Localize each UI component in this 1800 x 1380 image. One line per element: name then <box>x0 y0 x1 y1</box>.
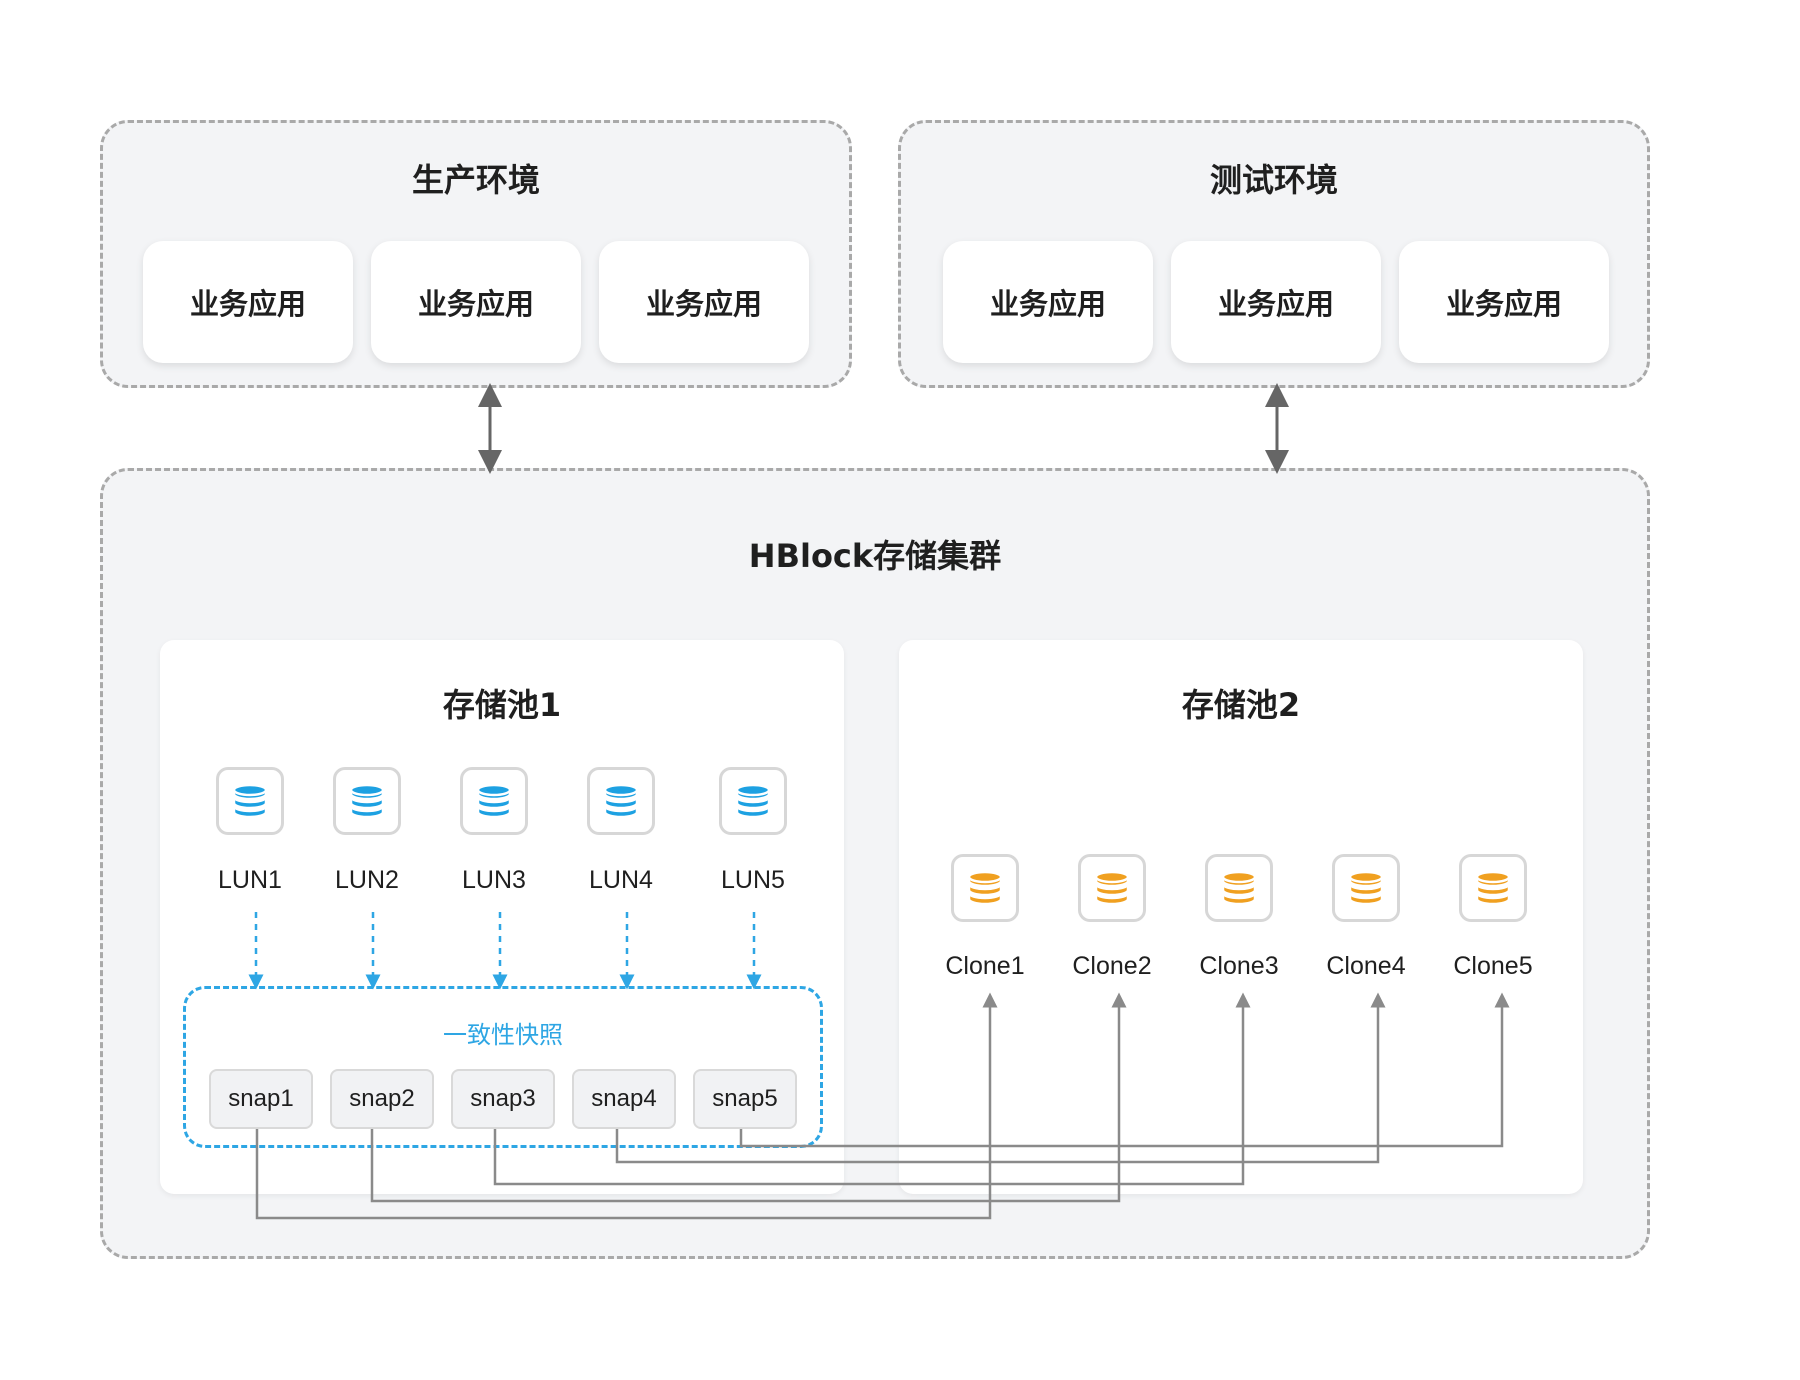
clone4-node[interactable] <box>1332 854 1400 922</box>
clone5-label: Clone5 <box>1453 952 1533 980</box>
production-app-3[interactable]: 业务应用 <box>599 241 809 363</box>
database-icon <box>1475 870 1511 906</box>
database-icon <box>967 870 1003 906</box>
database-icon <box>232 783 268 819</box>
lun3-node[interactable] <box>460 767 528 835</box>
lun5-node[interactable] <box>719 767 787 835</box>
lun1-node[interactable] <box>216 767 284 835</box>
database-icon <box>1094 870 1130 906</box>
lun2-node[interactable] <box>333 767 401 835</box>
lun1-label: LUN1 <box>218 866 282 894</box>
clone1-label: Clone1 <box>945 952 1025 980</box>
snap2-chip[interactable]: snap2 <box>330 1069 434 1129</box>
consistency-snapshot-title: 一致性快照 <box>443 1021 563 1049</box>
database-icon <box>735 783 771 819</box>
test-environment-title: 测试环境 <box>1209 161 1338 199</box>
database-icon <box>603 783 639 819</box>
lun4-label: LUN4 <box>589 866 653 894</box>
production-environment: 生产环境 业务应用 业务应用 业务应用 <box>100 120 852 388</box>
storage-pool-1-title: 存储池1 <box>442 686 562 724</box>
snap1-chip[interactable]: snap1 <box>209 1069 313 1129</box>
production-environment-title: 生产环境 <box>411 161 540 199</box>
database-icon <box>1221 870 1257 906</box>
snap5-chip[interactable]: snap5 <box>693 1069 797 1129</box>
clone3-label: Clone3 <box>1199 952 1279 980</box>
lun4-node[interactable] <box>587 767 655 835</box>
test-app-2[interactable]: 业务应用 <box>1171 241 1381 363</box>
test-app-1[interactable]: 业务应用 <box>943 241 1153 363</box>
test-app-3[interactable]: 业务应用 <box>1399 241 1609 363</box>
clone5-node[interactable] <box>1459 854 1527 922</box>
snap4-chip[interactable]: snap4 <box>572 1069 676 1129</box>
database-icon <box>349 783 385 819</box>
hblock-cluster-title: HBlock存储集群 <box>748 537 1002 575</box>
clone1-node[interactable] <box>951 854 1019 922</box>
database-icon <box>1348 870 1384 906</box>
snap3-chip[interactable]: snap3 <box>451 1069 555 1129</box>
clone2-node[interactable] <box>1078 854 1146 922</box>
lun2-label: LUN2 <box>335 866 399 894</box>
lun5-label: LUN5 <box>721 866 785 894</box>
production-app-2[interactable]: 业务应用 <box>371 241 581 363</box>
clone2-label: Clone2 <box>1072 952 1152 980</box>
database-icon <box>476 783 512 819</box>
clone3-node[interactable] <box>1205 854 1273 922</box>
lun3-label: LUN3 <box>462 866 526 894</box>
clone4-label: Clone4 <box>1326 952 1406 980</box>
storage-pool-2-title: 存储池2 <box>1181 686 1301 724</box>
test-environment: 测试环境 业务应用 业务应用 业务应用 <box>898 120 1650 388</box>
production-app-1[interactable]: 业务应用 <box>143 241 353 363</box>
